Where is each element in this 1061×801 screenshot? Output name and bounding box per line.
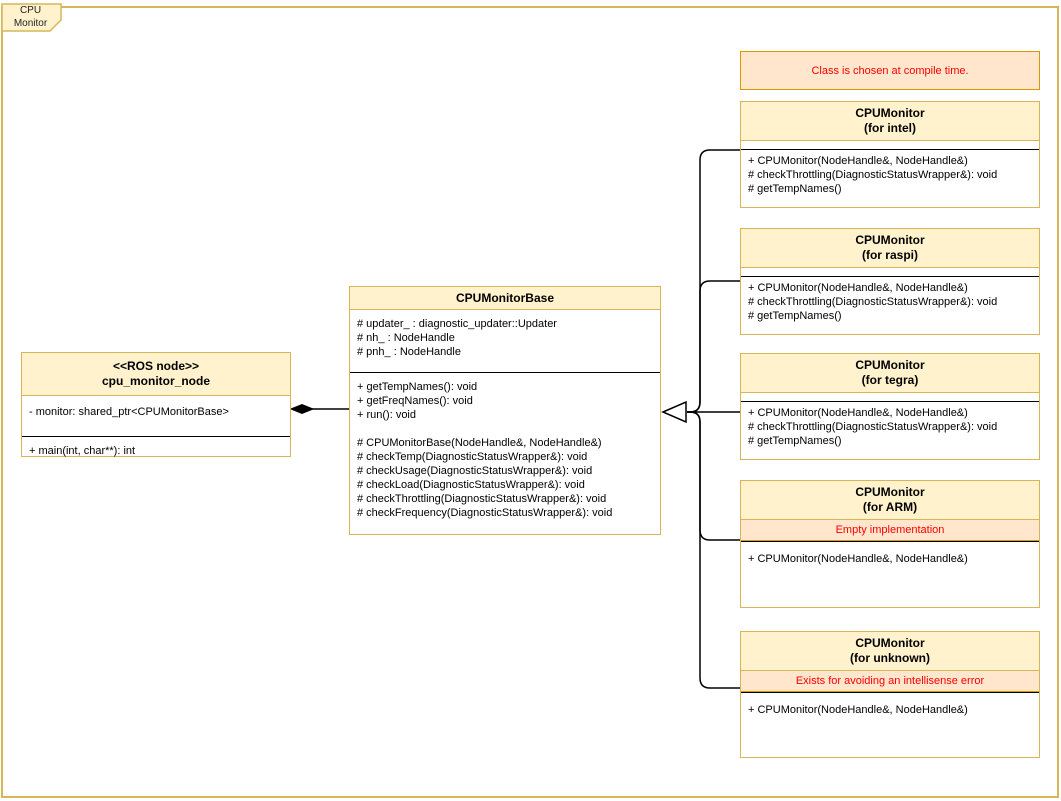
class-cpu-monitor-tegra-header: CPUMonitor (for tegra)	[741, 354, 1039, 393]
method: # checkUsage(DiagnosticStatusWrapper&): …	[357, 465, 593, 477]
method: # CPUMonitorBase(NodeHandle&, NodeHandle…	[357, 437, 602, 449]
class-cpu-monitor-node-header: <<ROS node>> cpu_monitor_node	[22, 353, 290, 396]
class-cpu-monitor-arm-methods: + CPUMonitor(NodeHandle&, NodeHandle&)	[741, 542, 1039, 566]
class-subtitle: (for raspi)	[861, 248, 918, 262]
generalization-triangle-icon	[661, 400, 687, 424]
banner-text: Empty implementation	[835, 524, 945, 536]
method: # getTempNames()	[748, 310, 842, 322]
class-cpu-monitor-base[interactable]: CPUMonitorBase # updater_ : diagnostic_u…	[349, 286, 661, 535]
generalization-edges[interactable]	[661, 149, 740, 689]
class-cpu-monitor-base-attrs: # updater_ : diagnostic_updater::Updater…	[350, 310, 660, 373]
composition-diamond-icon	[289, 403, 315, 415]
method: # getTempNames()	[748, 435, 842, 447]
class-cpu-monitor-raspi[interactable]: CPUMonitor (for raspi) + CPUMonitor(Node…	[740, 228, 1040, 335]
class-name: CPUMonitor	[855, 485, 925, 499]
composition-edge[interactable]	[289, 403, 349, 415]
method: + CPUMonitor(NodeHandle&, NodeHandle&)	[748, 282, 968, 294]
class-name: CPUMonitor	[855, 233, 925, 247]
separator	[741, 541, 1039, 542]
edge-unknown[interactable]	[687, 411, 740, 689]
edge-arm[interactable]	[687, 411, 740, 541]
class-cpu-monitor-intel[interactable]: CPUMonitor (for intel) + CPUMonitor(Node…	[740, 101, 1040, 208]
spacer	[350, 422, 660, 436]
frame-tab-line1: CPU	[19, 5, 42, 16]
method: + getTempNames(): void	[357, 381, 478, 393]
class-cpu-monitor-unknown[interactable]: CPUMonitor (for unknown) Exists for avoi…	[740, 631, 1040, 758]
field: - monitor: shared_ptr<CPUMonitorBase>	[29, 406, 229, 418]
class-name: CPUMonitor	[855, 636, 925, 650]
class-cpu-monitor-arm-header: CPUMonitor (for ARM)	[741, 481, 1039, 520]
frame-border	[1, 6, 1059, 798]
method: + CPUMonitor(NodeHandle&, NodeHandle&)	[748, 704, 968, 716]
class-cpu-monitor-base-methods: + getTempNames(): void + getFreqNames():…	[350, 373, 660, 520]
class-cpu-monitor-tegra[interactable]: CPUMonitor (for tegra) + CPUMonitor(Node…	[740, 353, 1040, 460]
class-cpu-monitor-intel-header: CPUMonitor (for intel)	[741, 102, 1039, 141]
class-cpu-monitor-unknown-methods: + CPUMonitor(NodeHandle&, NodeHandle&)	[741, 693, 1039, 717]
class-name: CPUMonitor	[855, 106, 925, 120]
class-cpu-monitor-base-header: CPUMonitorBase	[350, 287, 660, 310]
method: # checkThrottling(DiagnosticStatusWrappe…	[748, 169, 998, 181]
empty-attrs	[741, 141, 1039, 150]
class-name: CPUMonitor	[855, 358, 925, 372]
class-subtitle: (for tegra)	[861, 373, 919, 387]
edge-raspi[interactable]	[687, 280, 740, 413]
class-subtitle: (for intel)	[864, 121, 916, 135]
empty-attrs	[741, 268, 1039, 277]
method: # checkThrottling(DiagnosticStatusWrappe…	[357, 493, 607, 505]
class-cpu-monitor-raspi-header: CPUMonitor (for raspi)	[741, 229, 1039, 268]
field: # pnh_ : NodeHandle	[357, 346, 461, 358]
method: + CPUMonitor(NodeHandle&, NodeHandle&)	[748, 407, 968, 419]
class-cpu-monitor-raspi-methods: + CPUMonitor(NodeHandle&, NodeHandle&) #…	[741, 277, 1039, 323]
class-cpu-monitor-node[interactable]: <<ROS node>> cpu_monitor_node - monitor:…	[21, 352, 291, 457]
frame-tab[interactable]	[1, 3, 62, 32]
class-subtitle: (for ARM)	[862, 500, 918, 514]
method: + main(int, char**): int	[29, 445, 136, 457]
class-cpu-monitor-unknown-header: CPUMonitor (for unknown)	[741, 632, 1039, 671]
class-cpu-monitor-intel-methods: + CPUMonitor(NodeHandle&, NodeHandle&) #…	[741, 150, 1039, 196]
class-name: cpu_monitor_node	[101, 374, 210, 388]
class-cpu-monitor-tegra-methods: + CPUMonitor(NodeHandle&, NodeHandle&) #…	[741, 402, 1039, 448]
class-cpu-monitor-arm[interactable]: CPUMonitor (for ARM) Empty implementatio…	[740, 480, 1040, 608]
method: # checkFrequency(DiagnosticStatusWrapper…	[357, 507, 613, 519]
frame-tab-label: CPU Monitor	[2, 4, 59, 30]
method: + CPUMonitor(NodeHandle&, NodeHandle&)	[748, 553, 968, 565]
method: + CPUMonitor(NodeHandle&, NodeHandle&)	[748, 155, 968, 167]
banner-text: Exists for avoiding an intellisense erro…	[795, 675, 985, 687]
method: # checkLoad(DiagnosticStatusWrapper&): v…	[357, 479, 585, 491]
method: # getTempNames()	[748, 183, 842, 195]
class-stereotype: <<ROS node>>	[112, 359, 200, 373]
class-subtitle: (for unknown)	[850, 651, 930, 665]
empty-attrs	[741, 393, 1039, 402]
field: # nh_ : NodeHandle	[357, 332, 455, 344]
note-compile-time[interactable]: Class is chosen at compile time.	[740, 51, 1040, 90]
method: # checkThrottling(DiagnosticStatusWrappe…	[748, 296, 998, 308]
banner-intellisense: Exists for avoiding an intellisense erro…	[741, 671, 1039, 692]
frame-tab-line2: Monitor	[13, 18, 48, 29]
field: # updater_ : diagnostic_updater::Updater	[357, 318, 557, 330]
separator	[741, 692, 1039, 693]
method: + run(): void	[357, 409, 416, 421]
class-name: CPUMonitorBase	[455, 290, 554, 305]
method: # checkThrottling(DiagnosticStatusWrappe…	[748, 421, 998, 433]
method: # checkTemp(DiagnosticStatusWrapper&): v…	[357, 451, 588, 463]
class-cpu-monitor-node-attrs: - monitor: shared_ptr<CPUMonitorBase>	[22, 396, 290, 437]
class-cpu-monitor-node-methods: + main(int, char**): int	[22, 437, 290, 458]
note-text: Class is chosen at compile time.	[811, 64, 969, 77]
banner-empty-implementation: Empty implementation	[741, 520, 1039, 541]
method: + getFreqNames(): void	[357, 395, 473, 407]
